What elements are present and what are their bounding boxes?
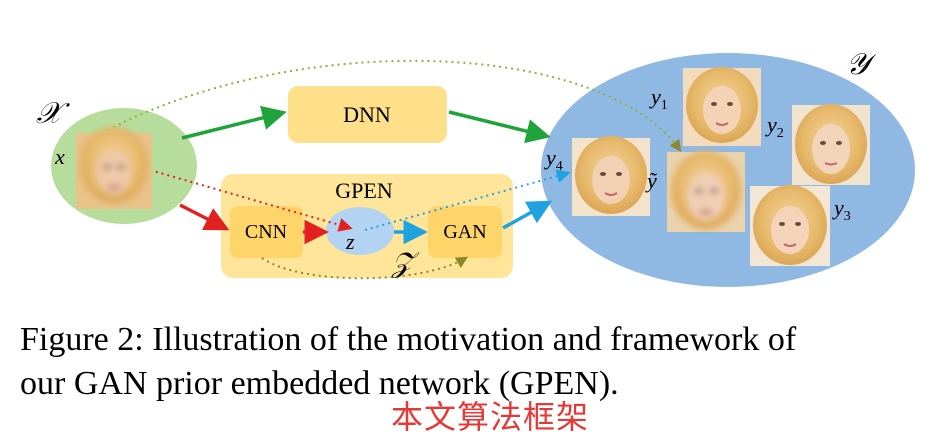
- latent-ellipse: [326, 207, 394, 255]
- arrow-input-to-dnn: [181, 105, 287, 140]
- figure-diagram: 𝒳 x 𝒴 DNN GPEN CNN GAN z 𝒵 y1 y2 y3 y4 ỹ: [36, 48, 915, 287]
- input-sample-label: x: [54, 144, 65, 169]
- dotted-arrow-cnn-to-gan: [261, 256, 469, 280]
- input-face-image: [76, 127, 152, 209]
- cnn-label: CNN: [245, 221, 287, 243]
- watermark-text: 本文算法框架: [390, 398, 589, 436]
- output-label-y3: y3: [832, 195, 851, 224]
- output-domain-label: 𝒴: [846, 48, 877, 81]
- output-label-ytilde: ỹ: [645, 168, 658, 193]
- output-label-y1: y1: [649, 84, 668, 113]
- output-face-y3: [750, 185, 830, 266]
- cnn-block: [230, 206, 303, 258]
- caption-line-2: our GAN prior embedded network (GPEN).: [20, 365, 619, 402]
- caption-line-1: Figure 2: Illustration of the motivation…: [20, 321, 797, 358]
- figure-caption: Figure 2: Illustration of the motivation…: [20, 318, 912, 406]
- dnn-block: [288, 86, 447, 143]
- output-label-y2: y2: [765, 112, 784, 141]
- output-face-y4: [572, 136, 650, 216]
- gpen-label: GPEN: [335, 178, 393, 203]
- arrow-gan-to-output: [502, 200, 553, 230]
- arrow-dnn-to-output: [448, 110, 551, 144]
- latent-code-label: z: [345, 229, 355, 254]
- output-label-y4: y4: [544, 145, 563, 174]
- arrow-input-to-cnn: [179, 203, 230, 231]
- output-face-y1: [683, 67, 761, 146]
- gan-block: [428, 206, 502, 258]
- gan-label: GAN: [443, 221, 486, 243]
- output-face-ytilde: [667, 151, 745, 232]
- dnn-label: DNN: [343, 102, 391, 127]
- input-domain-label: 𝒳: [36, 97, 70, 130]
- dotted-arrow-z-to-y4: [364, 169, 571, 231]
- output-face-y2: [792, 104, 870, 185]
